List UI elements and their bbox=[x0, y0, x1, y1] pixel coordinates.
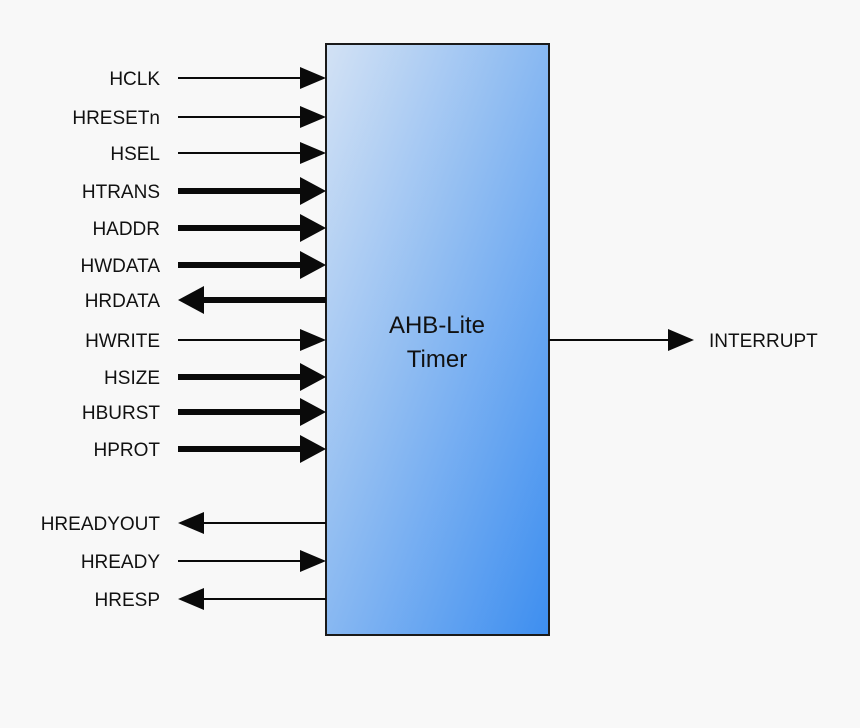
signal-label-hwdata: HWDATA bbox=[80, 256, 160, 277]
block-title-line1: AHB-Lite bbox=[389, 312, 485, 339]
timer-block bbox=[325, 43, 550, 636]
signal-arrowhead-hresetn bbox=[300, 106, 326, 128]
signal-arrowhead-hprot bbox=[300, 435, 326, 463]
signal-label-hreadyout: HREADYOUT bbox=[41, 514, 161, 535]
signal-label-htrans: HTRANS bbox=[82, 182, 160, 203]
signal-label-hresp: HRESP bbox=[95, 590, 160, 611]
signal-arrowhead-hsel bbox=[300, 142, 326, 164]
signal-arrowhead-haddr bbox=[300, 214, 326, 242]
signal-arrowhead-hclk bbox=[300, 67, 326, 89]
signal-arrowhead-hwdata bbox=[300, 251, 326, 279]
signal-label-interrupt: INTERRUPT bbox=[709, 331, 818, 352]
signal-label-hwrite: HWRITE bbox=[85, 331, 160, 352]
signal-label-hprot: HPROT bbox=[94, 440, 161, 461]
signal-label-hsel: HSEL bbox=[110, 144, 160, 165]
signal-label-hburst: HBURST bbox=[82, 403, 161, 424]
signal-arrowhead-hresp bbox=[178, 588, 204, 610]
output-signal-group: INTERRUPT bbox=[549, 329, 818, 352]
signal-arrowhead-hwrite bbox=[300, 329, 326, 351]
signal-label-hclk: HCLK bbox=[109, 69, 160, 90]
signal-label-haddr: HADDR bbox=[92, 219, 160, 240]
signal-arrowhead-hready bbox=[300, 550, 326, 572]
signal-arrowhead-htrans bbox=[300, 177, 326, 205]
signal-arrowhead-hburst bbox=[300, 398, 326, 426]
signal-arrowhead-hsize bbox=[300, 363, 326, 391]
signal-label-hresetn: HRESETn bbox=[72, 108, 160, 129]
signal-label-hsize: HSIZE bbox=[104, 368, 160, 389]
signal-label-hrdata: HRDATA bbox=[85, 291, 161, 312]
block-title-line2: Timer bbox=[407, 346, 467, 373]
signal-arrowhead-hreadyout bbox=[178, 512, 204, 534]
signal-arrowhead-hrdata bbox=[178, 286, 204, 314]
interrupt-arrowhead bbox=[668, 329, 694, 351]
signal-label-hready: HREADY bbox=[81, 552, 161, 573]
